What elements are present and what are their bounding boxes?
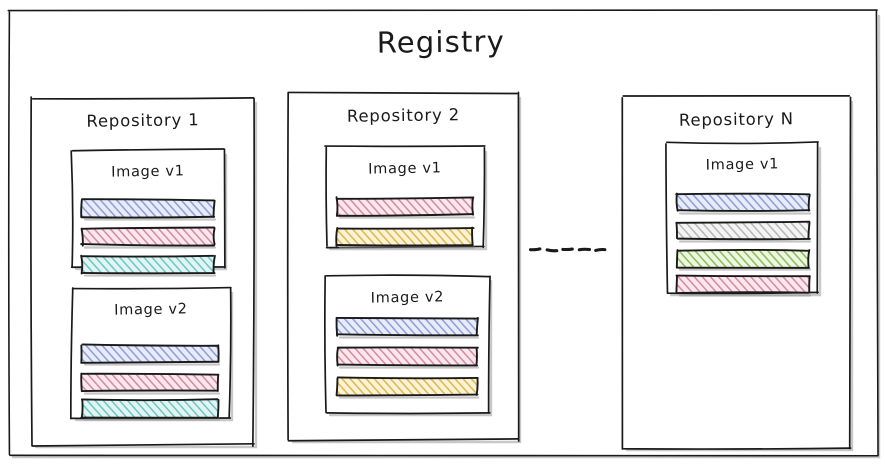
svg-text:Image v1: Image v1 <box>706 156 780 173</box>
svg-text:Repository 2: Repository 2 <box>347 105 460 126</box>
image-box-repository-n-image-v1[interactable]: Image v1 <box>665 141 822 297</box>
image-layer-pink[interactable] <box>80 372 221 395</box>
image-layer-pink[interactable] <box>335 196 476 219</box>
image-layer-pink[interactable] <box>675 274 812 297</box>
repository-label-1: Repository 1 <box>86 110 199 131</box>
image-layer-blue[interactable] <box>335 316 480 339</box>
image-label: Image v1 <box>111 163 185 180</box>
image-layer-green[interactable] <box>675 248 812 271</box>
image-layer-teal[interactable] <box>80 254 217 277</box>
repository-box-3[interactable]: Repository N Image v1 <box>621 94 854 452</box>
image-layer-yellow[interactable] <box>335 376 480 399</box>
image-box-repository-1-image-v2[interactable]: Image v2 <box>69 286 234 422</box>
image-label: Image v2 <box>114 301 188 318</box>
svg-text:Image v1: Image v1 <box>111 163 185 180</box>
image-box-repository-2-image-v1[interactable]: Image v1 <box>324 145 488 251</box>
image-label: Image v1 <box>706 156 780 173</box>
image-label: Image v2 <box>371 289 445 306</box>
svg-text:Image v1: Image v1 <box>368 160 442 177</box>
image-layer-yellow[interactable] <box>335 226 476 249</box>
image-layer-pink[interactable] <box>336 346 480 369</box>
image-layer-pink[interactable] <box>80 226 217 249</box>
svg-text:Image v2: Image v2 <box>371 289 445 306</box>
image-layer-teal[interactable] <box>80 398 221 421</box>
dashed-ellipsis-connector <box>528 247 607 253</box>
image-box-repository-1-image-v1[interactable]: Image v1 <box>70 148 228 277</box>
image-layer-blue[interactable] <box>675 192 812 215</box>
repository-box-1[interactable]: Repository 1 Image v1 Image v2 <box>30 96 258 449</box>
repository-label-3: Repository N <box>679 109 794 130</box>
image-layer-gray[interactable] <box>675 220 812 243</box>
svg-text:Registry: Registry <box>377 24 506 59</box>
repository-box-2[interactable]: Repository 2 Image v1 Image v2 <box>286 91 522 444</box>
image-layer-blue[interactable] <box>80 198 217 221</box>
image-box-repository-2-image-v2[interactable]: Image v2 <box>323 274 493 417</box>
svg-text:Image v2: Image v2 <box>114 301 188 318</box>
registry-title: Registry <box>377 24 506 59</box>
repository-label-2: Repository 2 <box>347 105 460 126</box>
svg-text:Repository N: Repository N <box>679 109 794 130</box>
image-layer-blue[interactable] <box>80 343 221 366</box>
image-label: Image v1 <box>368 160 442 177</box>
svg-text:Repository 1: Repository 1 <box>86 110 199 131</box>
